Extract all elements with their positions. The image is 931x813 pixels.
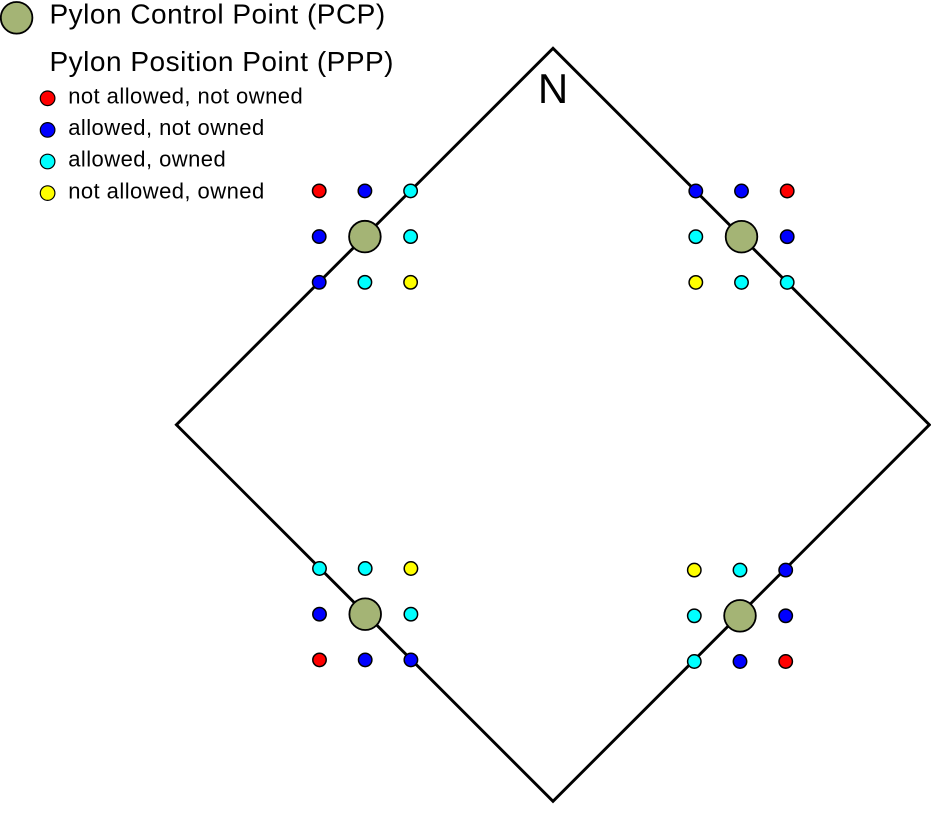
svg-text:allowed, not owned: allowed, not owned [68,115,264,140]
svg-text:Pylon Control Point (PCP): Pylon Control Point (PCP) [50,0,386,30]
svg-text:Pylon Position Point (PPP): Pylon Position Point (PPP) [50,46,395,77]
svg-text:allowed, owned: allowed, owned [68,147,226,172]
svg-text:N: N [538,65,568,112]
svg-text:not allowed, owned: not allowed, owned [68,178,264,203]
svg-text:not allowed, not owned: not allowed, not owned [68,84,303,109]
